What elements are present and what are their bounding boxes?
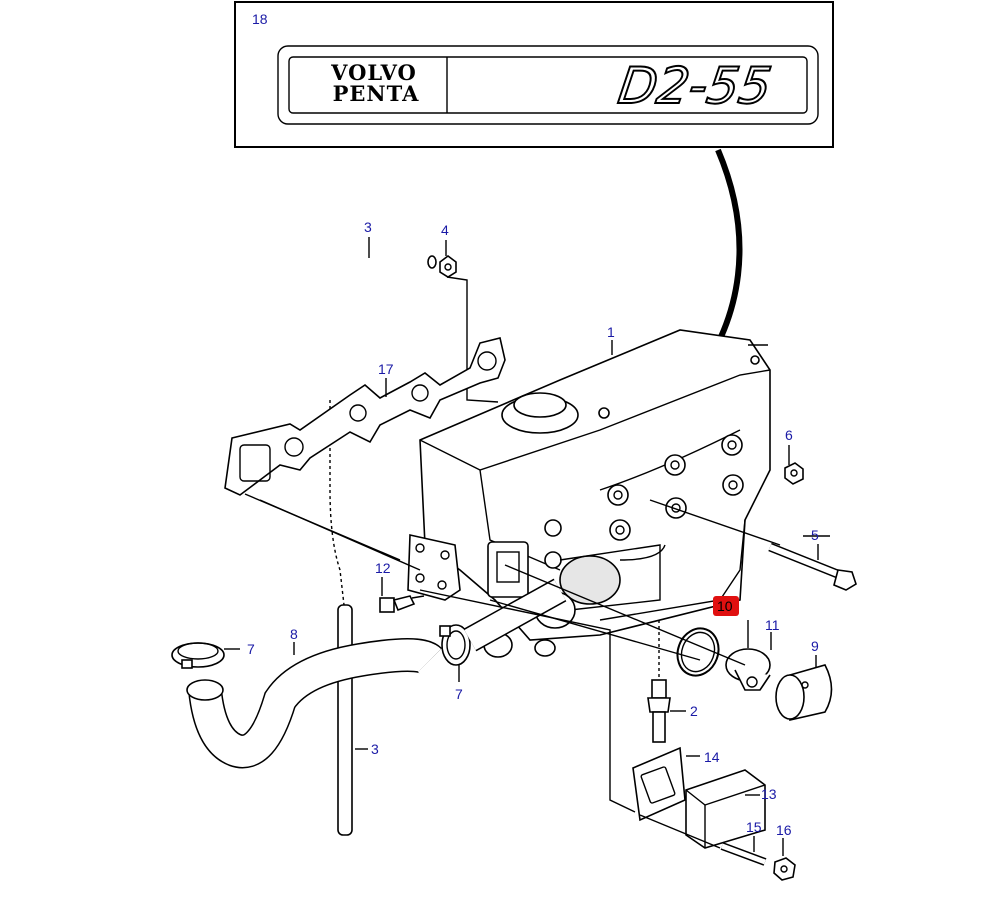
clamp-4 xyxy=(439,255,457,278)
callout-label[interactable]: 12 xyxy=(375,560,391,576)
callout-label[interactable]: 18 xyxy=(252,11,268,27)
callout-labels: 1 2 3 3 4 5 6 7 7 8 9 10 11 12 13 14 15 … xyxy=(247,11,819,838)
callout-label[interactable]: 8 xyxy=(290,626,298,642)
decal-brand-penta: PENTA xyxy=(333,81,420,106)
callout-label[interactable]: 17 xyxy=(378,361,394,377)
cover-9 xyxy=(775,664,833,722)
leader-4-to-tank xyxy=(446,276,499,403)
nut-16 xyxy=(773,857,796,881)
callout-label[interactable]: 10 xyxy=(717,598,733,614)
thermostat-11 xyxy=(725,648,771,691)
callout-label[interactable]: 7 xyxy=(247,641,255,657)
callout-label[interactable]: 5 xyxy=(811,527,819,543)
leader-lines xyxy=(259,499,781,849)
nut-6 xyxy=(784,462,804,485)
sensor-12 xyxy=(379,595,425,613)
hose-3-lower xyxy=(337,604,353,836)
decal-model-text: D2-55 xyxy=(615,56,775,115)
hose-3-upper xyxy=(316,252,437,396)
callout-label[interactable]: 13 xyxy=(761,786,777,802)
pipe-stub xyxy=(463,578,567,652)
bolt-5 xyxy=(768,542,857,591)
callout-label[interactable]: 3 xyxy=(364,219,372,235)
callout-label[interactable]: 9 xyxy=(811,638,819,654)
callout-label[interactable]: 6 xyxy=(785,427,793,443)
gasket-17 xyxy=(224,337,506,496)
decal-brand-volvo: VOLVO xyxy=(330,60,417,85)
sensor-2 xyxy=(647,620,671,743)
o-ring-10 xyxy=(676,627,720,677)
callout-stems xyxy=(224,237,830,856)
callout-label[interactable]: 11 xyxy=(765,617,780,633)
callout-label[interactable]: 7 xyxy=(455,686,463,702)
cover-13 xyxy=(685,769,766,849)
gasket-14 xyxy=(632,746,686,822)
callout-label[interactable]: 16 xyxy=(776,822,792,838)
callout-label[interactable]: 3 xyxy=(371,741,379,757)
stud-15 xyxy=(720,842,767,866)
clamp-7-right xyxy=(439,624,471,666)
callout-label[interactable]: 2 xyxy=(690,703,698,719)
decal-panel: VOLVO PENTA D2-55 xyxy=(234,1,834,148)
callout-label[interactable]: 15 xyxy=(746,819,762,835)
callout-label[interactable]: 1 xyxy=(607,324,615,340)
hose-8 xyxy=(186,638,442,769)
callout-label[interactable]: 4 xyxy=(441,222,449,238)
part-10-highlight-marker xyxy=(713,596,739,616)
flange-plate xyxy=(407,534,461,601)
clamp-7-left xyxy=(171,642,225,669)
hose-3-dotted-path xyxy=(329,400,345,606)
callout-label[interactable]: 14 xyxy=(704,749,720,765)
